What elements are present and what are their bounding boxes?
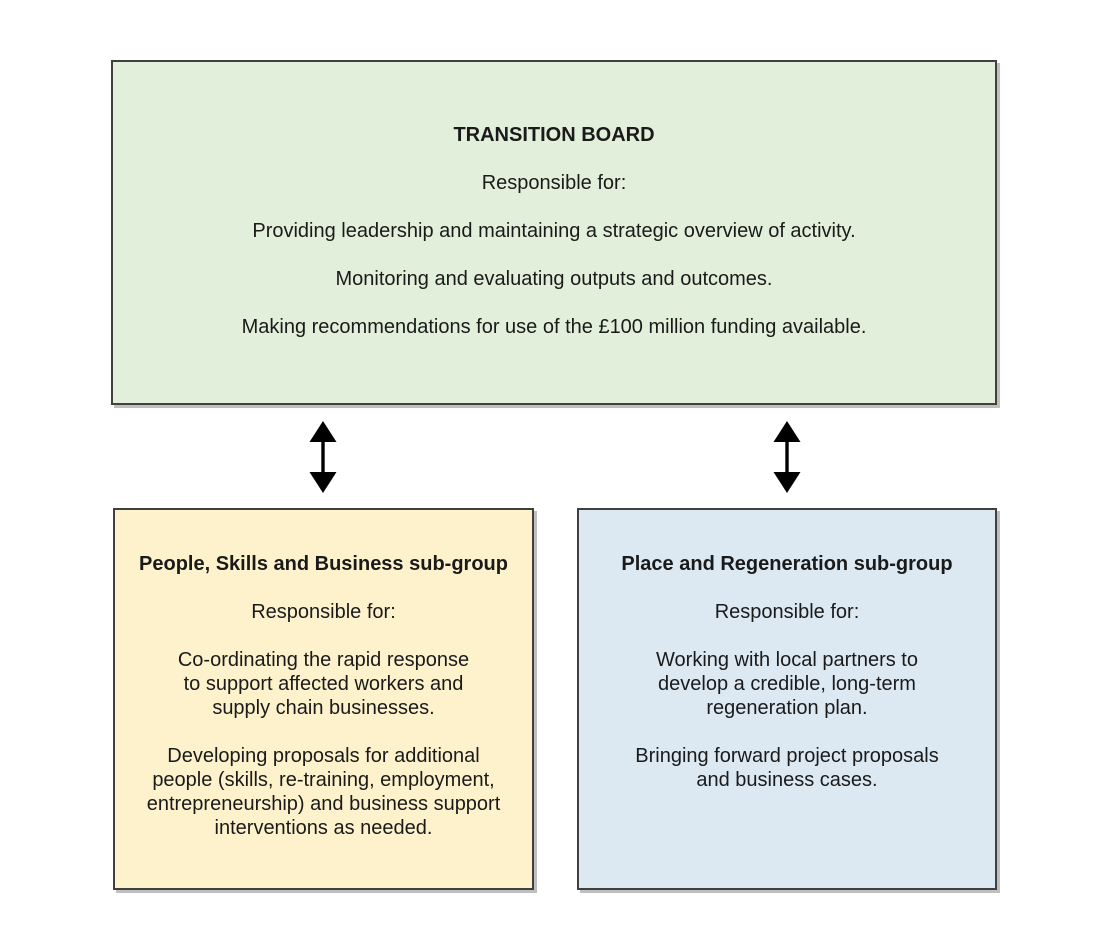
place-subgroup-subtitle: Responsible for:	[714, 601, 860, 623]
double-arrow-icon	[773, 421, 801, 493]
place-subgroup-item: Bringing forward project proposals and b…	[635, 745, 939, 791]
transition-board-title: TRANSITION BOARD	[453, 124, 655, 146]
transition-board-item: Making recommendations for use of the £1…	[241, 316, 867, 338]
place-subgroup-title: Place and Regeneration sub-group	[621, 553, 953, 575]
place-regeneration-subgroup-box: Place and Regeneration sub-group Respons…	[577, 508, 997, 890]
transition-board-subtitle: Responsible for:	[481, 172, 627, 194]
transition-board-box: TRANSITION BOARD Responsible for: Provid…	[111, 60, 997, 405]
double-arrow-icon	[309, 421, 337, 493]
people-subgroup-title: People, Skills and Business sub-group	[139, 553, 508, 575]
transition-board-item: Monitoring and evaluating outputs and ou…	[335, 268, 773, 290]
people-subgroup-item: Co-ordinating the rapid response to supp…	[177, 649, 470, 719]
transition-board-item: Providing leadership and maintaining a s…	[252, 220, 856, 242]
people-skills-business-subgroup-box: People, Skills and Business sub-group Re…	[113, 508, 534, 890]
people-subgroup-subtitle: Responsible for:	[251, 601, 396, 623]
place-subgroup-item: Working with local partners to develop a…	[656, 649, 918, 719]
people-subgroup-item: Developing proposals for additional peop…	[146, 745, 501, 839]
